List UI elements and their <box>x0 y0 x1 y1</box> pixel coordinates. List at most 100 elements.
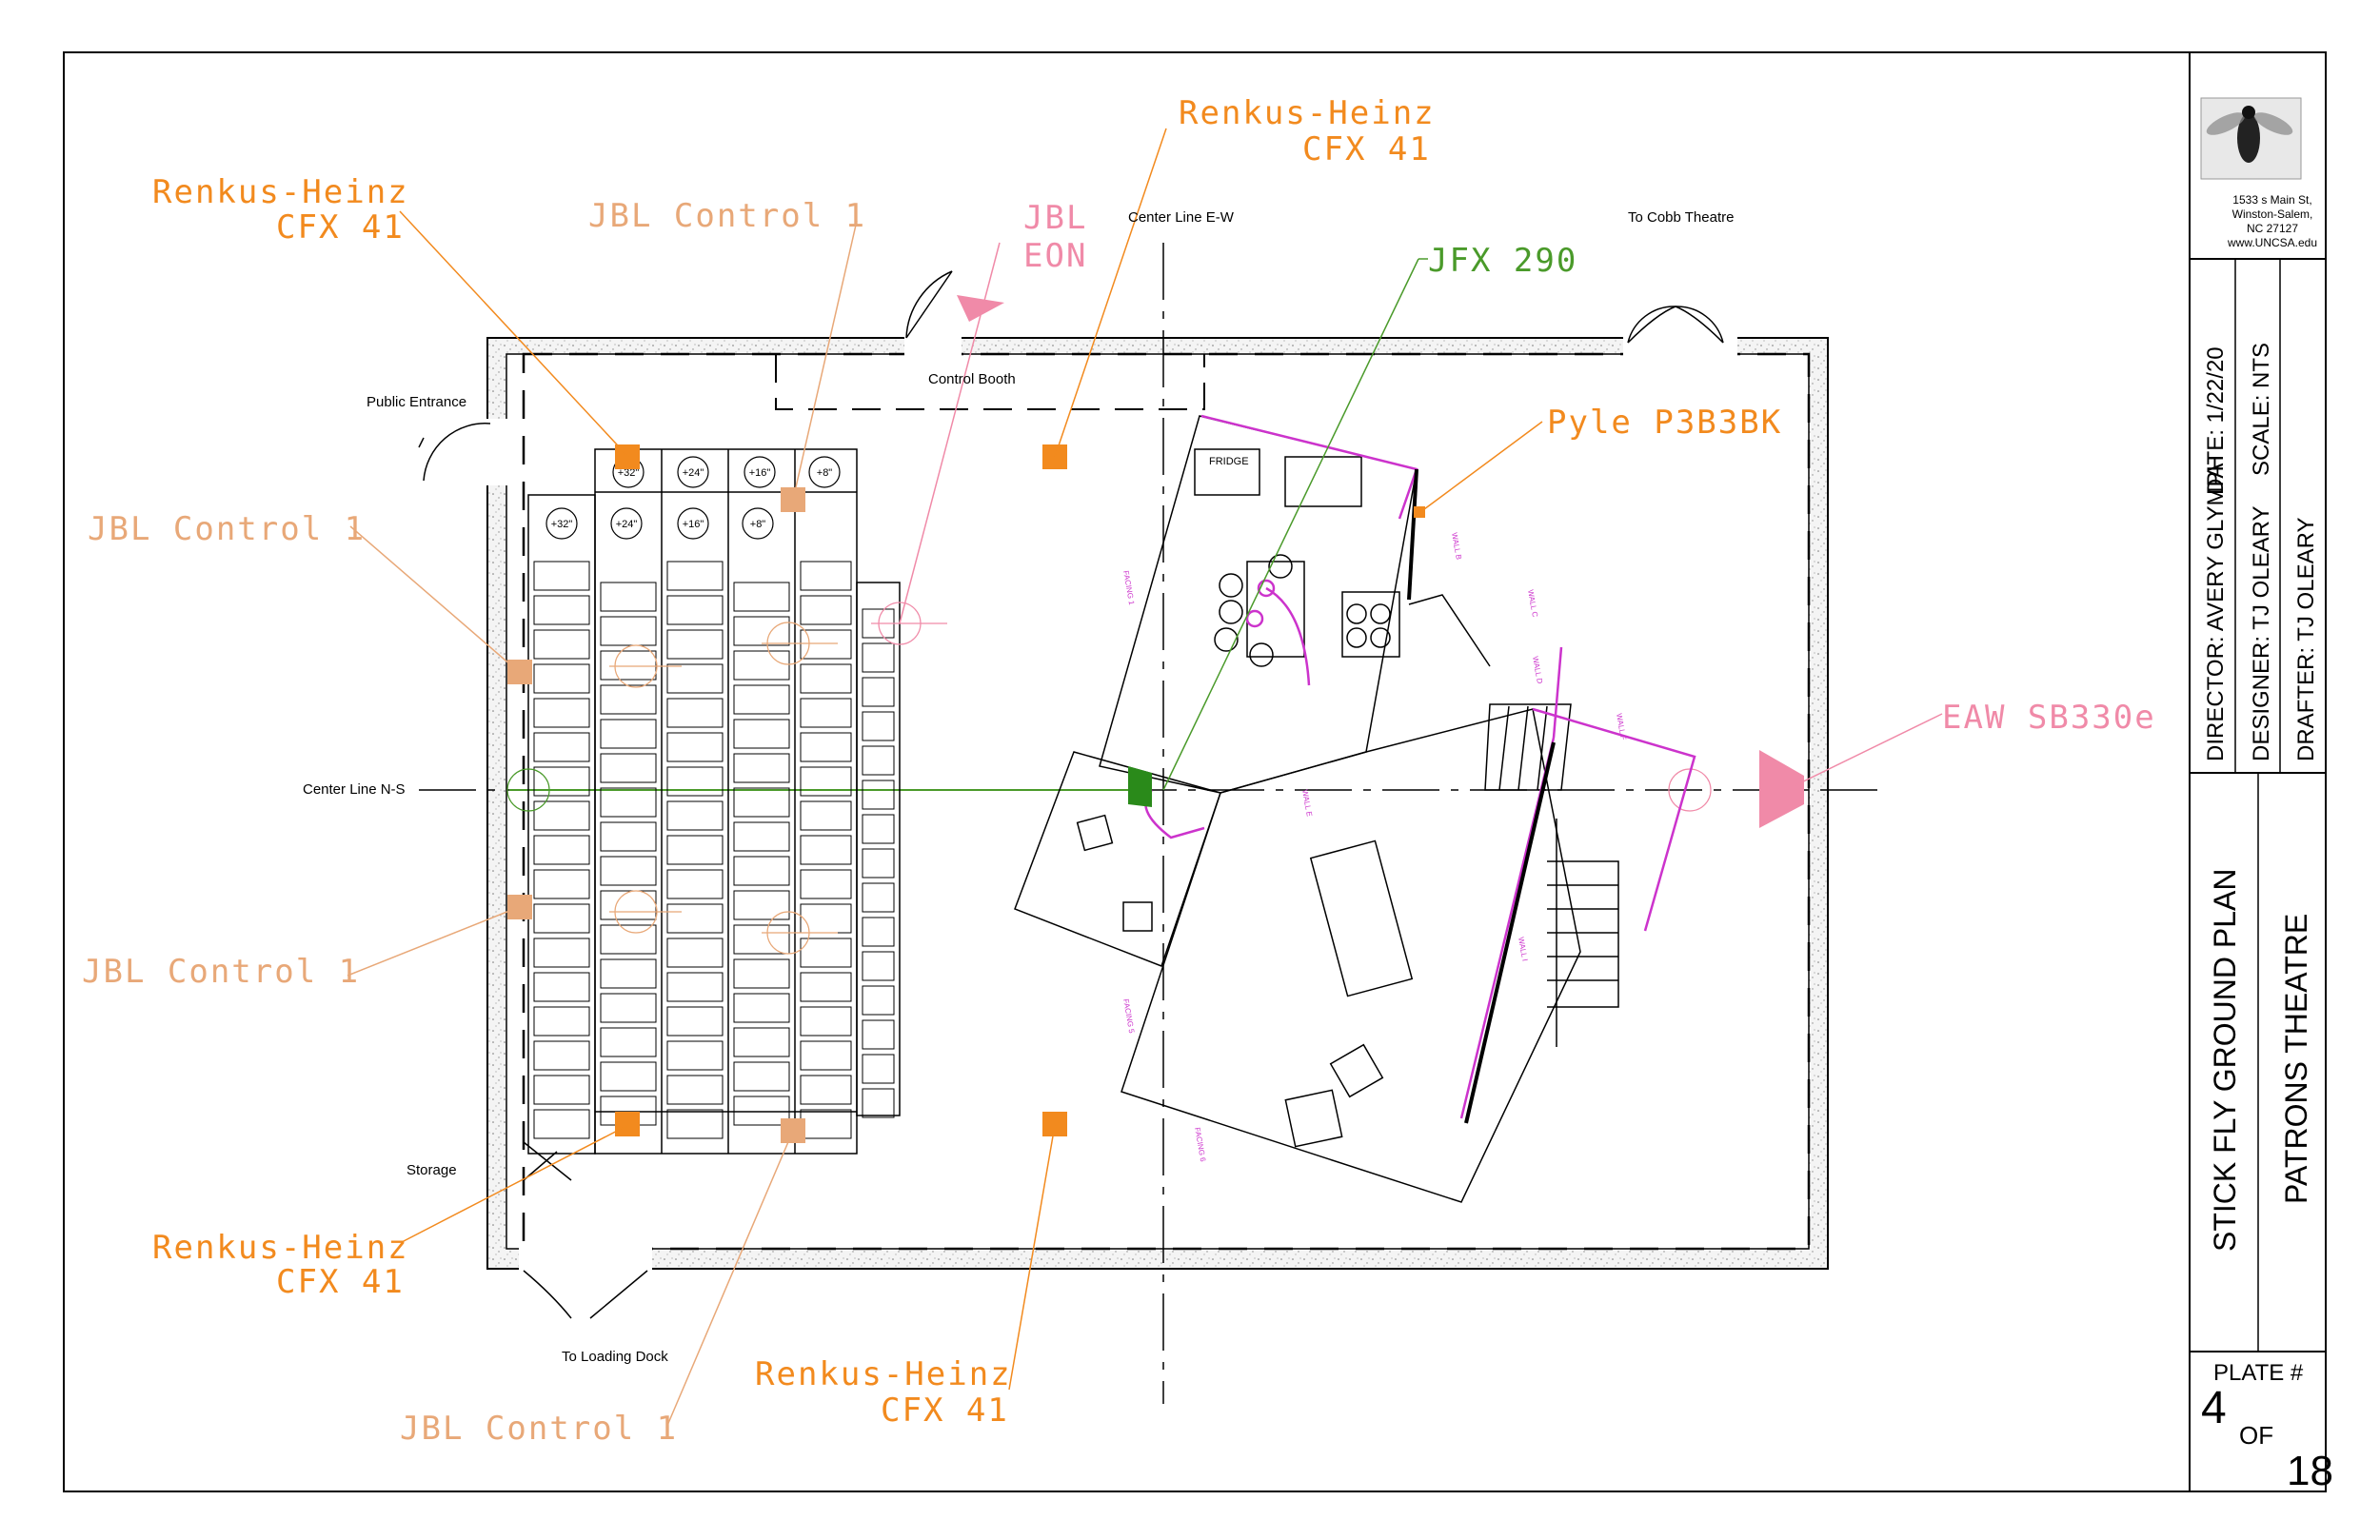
seat-level-label: +24" <box>616 519 638 530</box>
seat <box>800 1075 852 1105</box>
of-label: OF <box>2239 1421 2273 1450</box>
set-pieces <box>1014 415 1619 1203</box>
leader-lines <box>347 128 1943 1429</box>
seat <box>862 848 895 879</box>
jbl-eon-speaker <box>957 295 1004 322</box>
seat-level-label: +8" <box>817 467 833 479</box>
seat <box>862 951 895 981</box>
jbl-control-speaker <box>507 895 532 919</box>
plan-title: STICK FLY GROUND PLAN <box>2208 869 2242 1252</box>
seat <box>600 1027 657 1057</box>
seat <box>533 835 590 865</box>
seat <box>862 985 895 1016</box>
seat <box>533 1075 590 1105</box>
renkus-heinz-speaker <box>1042 1112 1067 1136</box>
doors <box>418 270 1737 1319</box>
seat <box>733 924 790 955</box>
seat <box>600 1061 657 1092</box>
center-line-ew-label: Center Line E-W <box>1128 209 1235 226</box>
seat <box>666 1109 724 1139</box>
seat <box>533 903 590 934</box>
svg-text:WALL I: WALL I <box>1517 937 1529 962</box>
jbl-control-left-lower-label: JBL Control 1 <box>82 953 360 991</box>
seat-level-label: +16" <box>683 519 704 530</box>
jfx-speaker <box>1128 766 1152 807</box>
seat <box>666 1075 724 1105</box>
jbl-eon-line2: EON <box>1023 237 1087 275</box>
seat-level-label: +32" <box>618 467 640 479</box>
eaw-subwoofer <box>1759 750 1804 828</box>
seat <box>800 663 852 694</box>
building-walls <box>486 337 1829 1270</box>
seat <box>800 869 852 899</box>
seat <box>862 642 895 673</box>
seat <box>733 1061 790 1092</box>
designer-label: DESIGNER: TJ OLEARY <box>2249 505 2274 761</box>
seat <box>862 1019 895 1050</box>
seat <box>666 800 724 831</box>
seat <box>533 938 590 968</box>
jbl-control-left-upper-label: JBL Control 1 <box>88 510 366 548</box>
rh-bottom-left-line2: CFX 41 <box>276 1263 405 1301</box>
target-circles <box>506 622 1712 955</box>
seat <box>533 766 590 797</box>
rh-top-left-line2: CFX 41 <box>276 208 405 247</box>
seat <box>666 595 724 625</box>
seat <box>800 938 852 968</box>
seat-grid <box>533 561 895 1139</box>
seat <box>533 972 590 1002</box>
seat <box>666 698 724 728</box>
seat <box>733 856 790 886</box>
seat <box>600 821 657 852</box>
jbl-eon-line1: JBL <box>1023 199 1087 237</box>
seat <box>600 958 657 989</box>
seat <box>600 924 657 955</box>
jbl-control-top-label: JBL Control 1 <box>588 197 866 235</box>
eaw-label: EAW SB330e <box>1942 699 2156 737</box>
seat <box>800 1040 852 1071</box>
set-hatched-walls <box>1407 468 1556 1124</box>
seat <box>600 719 657 749</box>
seat <box>600 856 657 886</box>
address-line: 1533 s Main St, <box>2232 193 2311 207</box>
seat-level-label: +16" <box>749 467 771 479</box>
seat <box>666 561 724 591</box>
seat <box>800 595 852 625</box>
seat <box>533 732 590 762</box>
seat <box>800 835 852 865</box>
seat <box>666 869 724 899</box>
address-line: www.UNCSA.edu <box>2227 236 2317 249</box>
seat <box>862 1054 895 1084</box>
renkus-heinz-speaker <box>615 1112 640 1136</box>
director-label: DIRECTOR: AVERY GLYMPH <box>2203 455 2229 761</box>
seat <box>533 561 590 591</box>
seat <box>533 800 590 831</box>
seat <box>733 958 790 989</box>
rh-bottom-left-line1: Renkus-Heinz <box>152 1229 409 1267</box>
fly-logo-icon <box>2206 106 2293 163</box>
seat <box>800 800 852 831</box>
seat <box>733 1096 790 1126</box>
seat <box>862 1088 895 1118</box>
seat <box>800 732 852 762</box>
control-booth-label: Control Booth <box>928 371 1016 387</box>
fridge-label: FRIDGE <box>1209 456 1249 467</box>
seat <box>800 698 852 728</box>
callouts: Renkus-Heinz CFX 41 JBL Control 1 JBL EO… <box>82 94 2156 1448</box>
seat <box>733 890 790 920</box>
seat <box>666 663 724 694</box>
pyle-speaker <box>1414 506 1425 518</box>
seat <box>600 787 657 818</box>
seat <box>862 711 895 741</box>
seat <box>600 650 657 681</box>
seat <box>600 753 657 783</box>
seat <box>666 732 724 762</box>
seat <box>666 766 724 797</box>
jbl-control-bottom-label: JBL Control 1 <box>400 1410 678 1448</box>
seat-level-label: +32" <box>551 519 573 530</box>
seat <box>862 882 895 913</box>
rh-top-center-line2: CFX 41 <box>1302 130 1431 168</box>
seat <box>666 972 724 1002</box>
seat-levels-row2: +32" +24" +16" +8" <box>545 507 774 540</box>
